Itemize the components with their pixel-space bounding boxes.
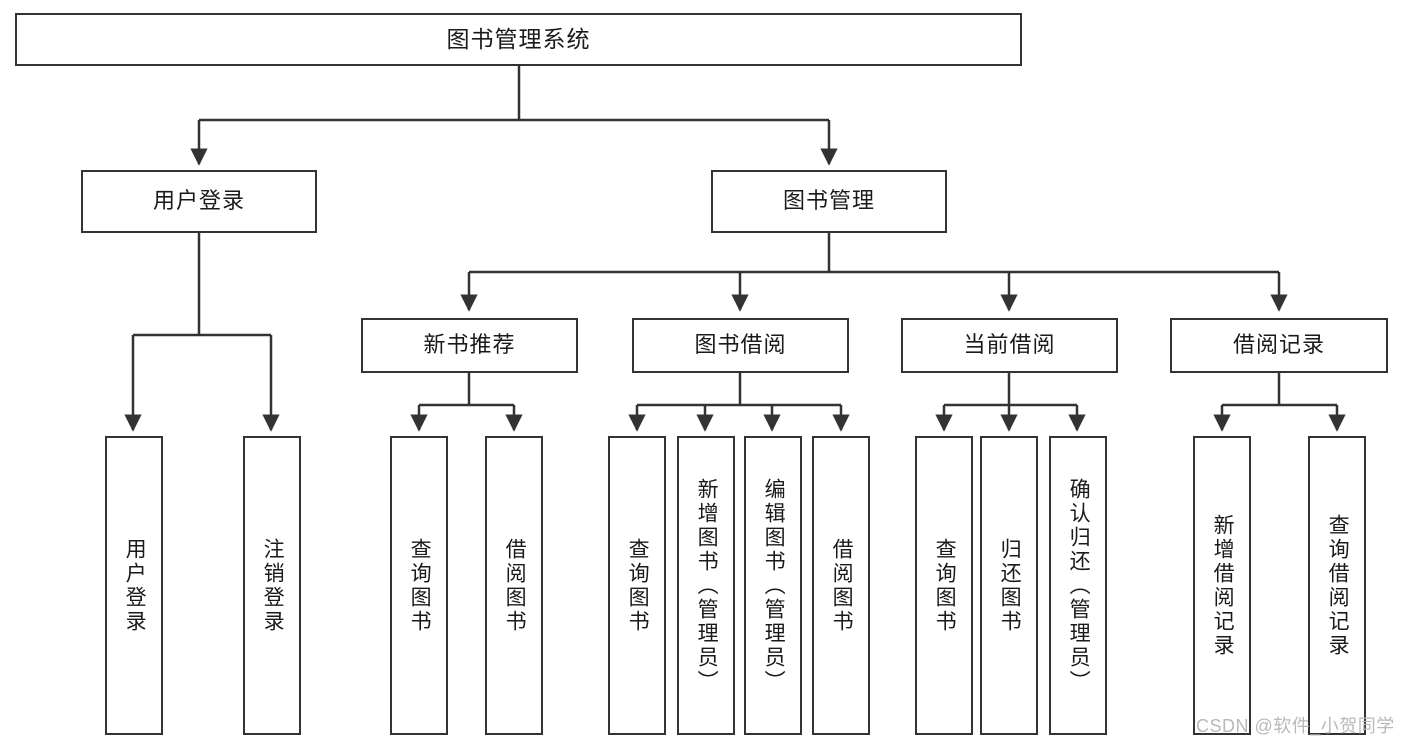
node-book-management[interactable]: 图书管理 [711,170,947,233]
node-user-login[interactable]: 用户登录 [81,170,317,233]
node-label: 新增图书（管理员） [695,477,719,694]
leaf-query-borrow-record[interactable]: 查询借阅记录 [1308,436,1366,735]
leaf-add-book-admin[interactable]: 新增图书（管理员） [677,436,735,735]
node-label: 查询借阅记录 [1326,513,1350,658]
node-label: 用户登录 [123,537,147,634]
leaf-logout[interactable]: 注销登录 [243,436,301,735]
node-root-book-management-system[interactable]: 图书管理系统 [15,13,1022,66]
node-label: 图书管理 [782,188,875,214]
node-label: 查询图书 [626,537,650,634]
node-label: 编辑图书（管理员） [762,477,786,694]
node-label: 归还图书 [998,537,1022,634]
leaf-edit-book-admin[interactable]: 编辑图书（管理员） [744,436,802,735]
node-label: 当前借阅 [963,332,1056,358]
node-label: 新增借阅记录 [1211,513,1235,658]
leaf-borrow-book[interactable]: 借阅图书 [812,436,870,735]
leaf-query-book-borrow[interactable]: 查询图书 [608,436,666,735]
node-label: 注销登录 [261,537,285,634]
node-label: 用户登录 [152,188,245,214]
node-new-book-recommendation[interactable]: 新书推荐 [361,318,578,373]
node-label: 新书推荐 [423,332,516,358]
leaf-return-book[interactable]: 归还图书 [980,436,1038,735]
node-book-borrowing[interactable]: 图书借阅 [632,318,849,373]
node-label: 借阅图书 [830,537,854,634]
leaf-query-book-new[interactable]: 查询图书 [390,436,448,735]
node-label: 确认归还（管理员） [1067,477,1091,694]
csdn-watermark: CSDN @软件_小贺同学 [1196,716,1395,736]
node-label: 查询图书 [408,537,432,634]
leaf-user-login[interactable]: 用户登录 [105,436,163,735]
leaf-confirm-return-admin[interactable]: 确认归还（管理员） [1049,436,1107,735]
leaf-add-borrow-record[interactable]: 新增借阅记录 [1193,436,1251,735]
node-borrowing-record[interactable]: 借阅记录 [1170,318,1388,373]
node-current-borrowing[interactable]: 当前借阅 [901,318,1118,373]
node-label: 图书借阅 [694,332,787,358]
node-label: 查询图书 [933,537,957,634]
node-label: 借阅图书 [503,537,527,634]
node-label: 借阅记录 [1232,332,1325,358]
leaf-query-book-current[interactable]: 查询图书 [915,436,973,735]
node-label: 图书管理系统 [446,25,591,52]
leaf-borrow-book-new[interactable]: 借阅图书 [485,436,543,735]
